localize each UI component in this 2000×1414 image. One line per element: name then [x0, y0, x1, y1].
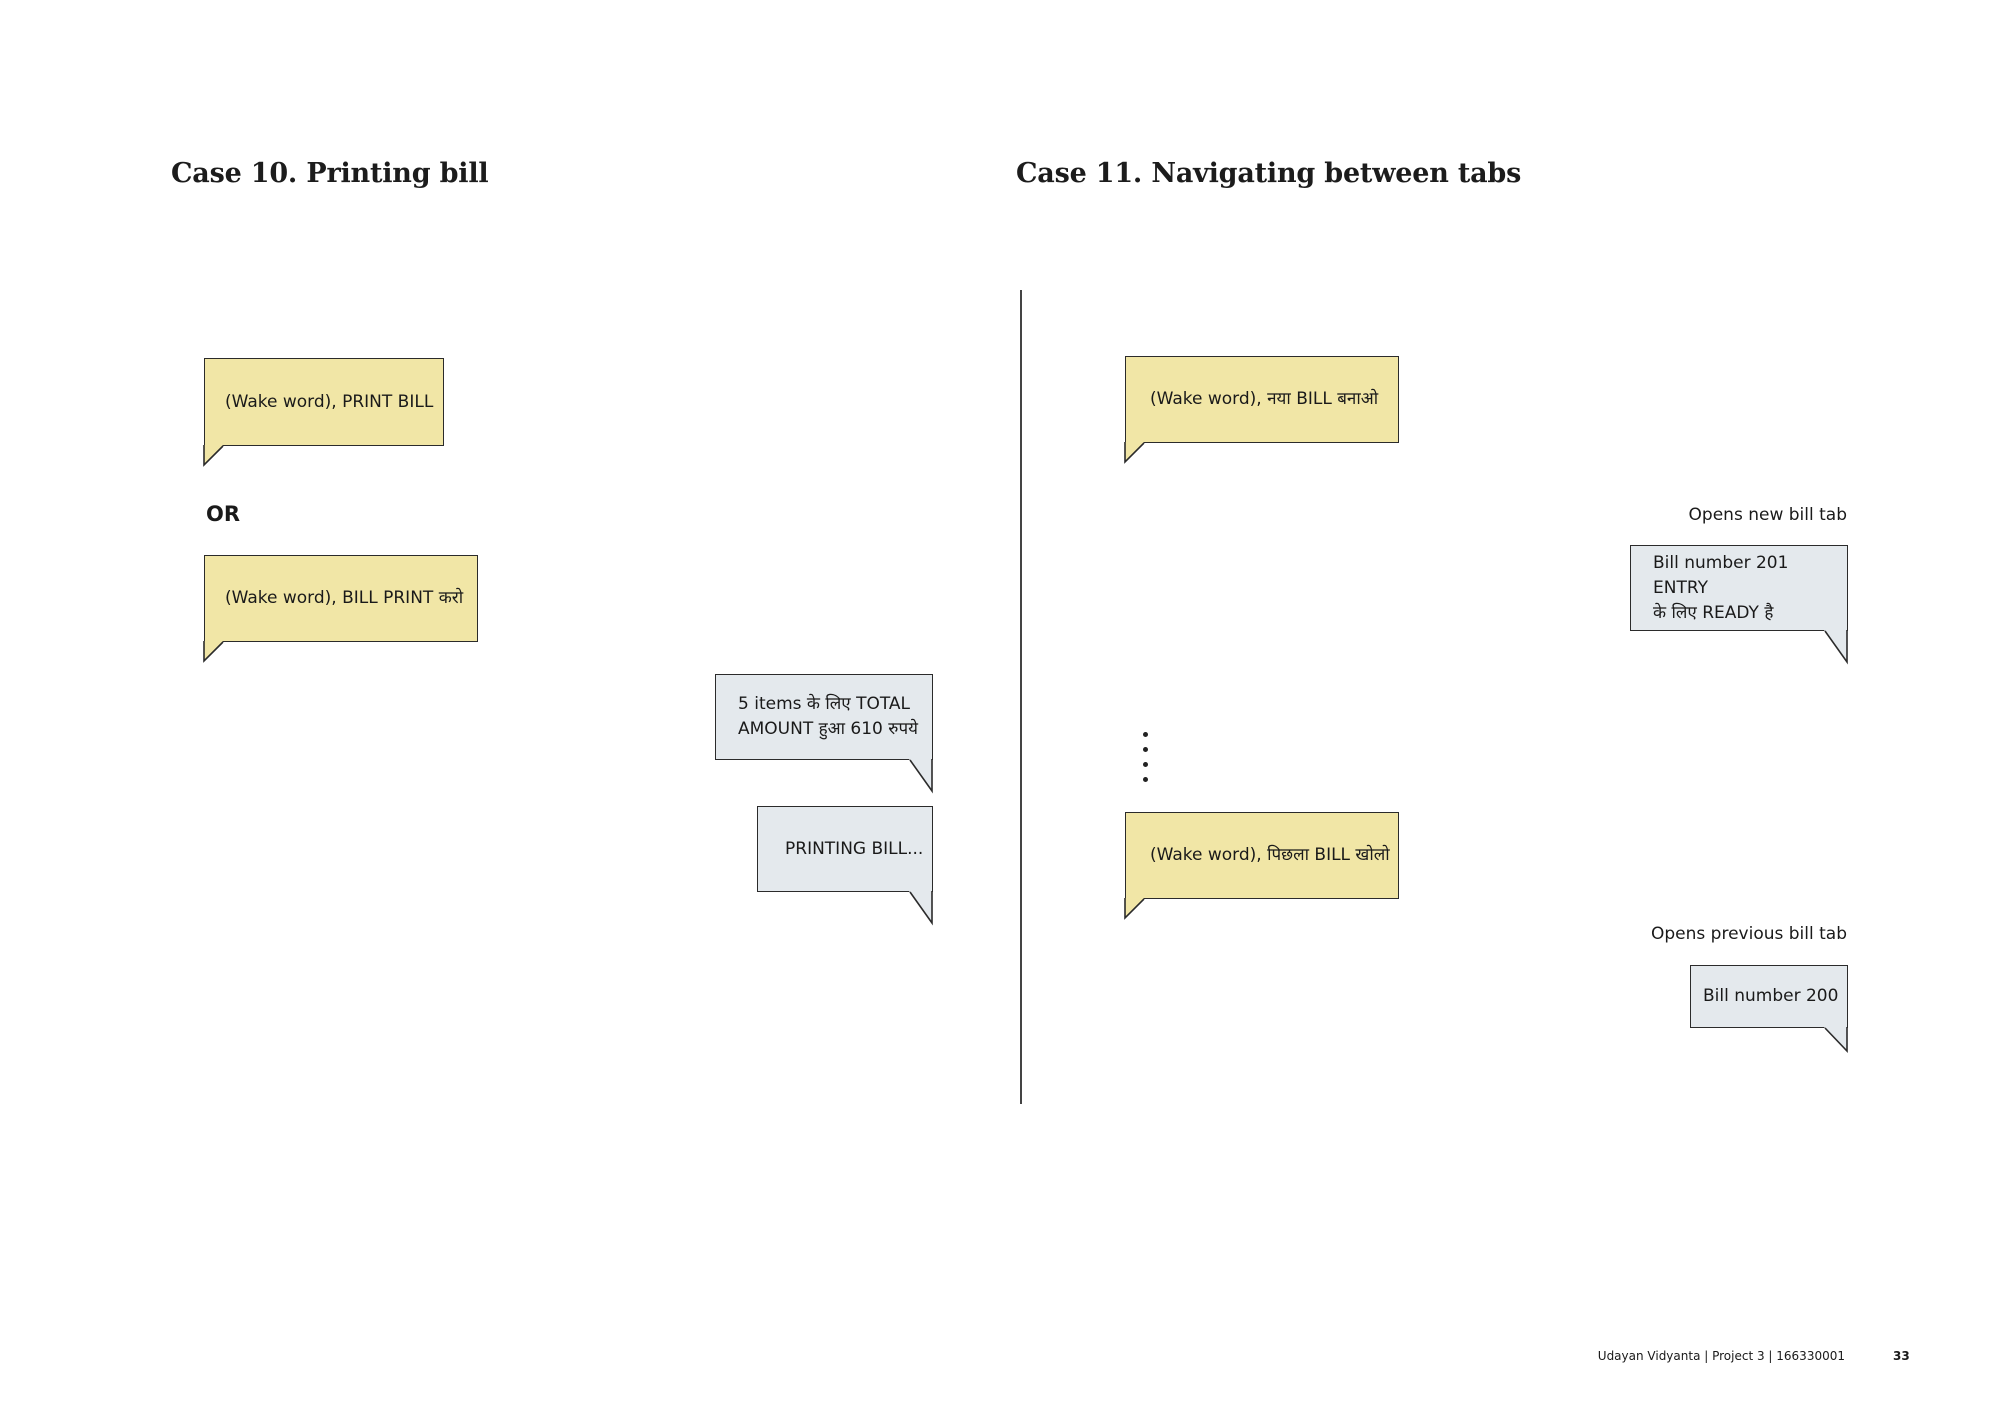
- continuation-dots: [1143, 732, 1151, 792]
- bubble-text: Bill number 201 ENTRY के लिए READY है: [1653, 552, 1789, 623]
- bubble-tail: [1824, 630, 1848, 665]
- page-number: 33: [1893, 1349, 1910, 1363]
- caption-opens-previous-bill-tab: Opens previous bill tab: [1651, 924, 1847, 944]
- user-bubble-print-bill: (Wake word), PRINT BILL: [204, 358, 444, 446]
- user-bubble-bill-print-karo: (Wake word), BILL PRINT करो: [204, 555, 478, 642]
- dot: [1143, 732, 1148, 737]
- bubble-tail: [909, 891, 933, 926]
- user-bubble-new-bill: (Wake word), नया BILL बनाओ: [1125, 356, 1399, 443]
- or-label: OR: [206, 502, 241, 526]
- dot: [1143, 762, 1148, 767]
- user-bubble-previous-bill: (Wake word), पिछला BILL खोलो: [1125, 812, 1399, 899]
- dot: [1143, 777, 1148, 782]
- bubble-tail: [1824, 1027, 1848, 1053]
- bubble-text: 5 items के लिए TOTAL AMOUNT हुआ 610 रुपय…: [738, 694, 918, 739]
- bubble-text: (Wake word), PRINT BILL: [225, 391, 434, 412]
- system-bubble-printing-bill: PRINTING BILL...: [757, 806, 933, 892]
- bubble-tail: [1124, 442, 1145, 464]
- center-divider: [1020, 290, 1022, 1104]
- system-bubble-bill-200: Bill number 200: [1690, 965, 1848, 1028]
- case-10-title: Case 10. Printing bill: [171, 158, 489, 189]
- system-bubble-total-amount: 5 items के लिए TOTAL AMOUNT हुआ 610 रुपय…: [715, 674, 933, 760]
- bubble-text: (Wake word), नया BILL बनाओ: [1150, 389, 1379, 409]
- dot: [1143, 747, 1148, 752]
- system-bubble-bill-ready: Bill number 201 ENTRY के लिए READY है: [1630, 545, 1848, 631]
- bubble-tail: [203, 641, 224, 663]
- footer-credit: Udayan Vidyanta | Project 3 | 166330001: [1597, 1349, 1845, 1363]
- bubble-text: (Wake word), BILL PRINT करो: [225, 588, 464, 608]
- bubble-text: Bill number 200: [1703, 986, 1839, 1006]
- bubble-text: (Wake word), पिछला BILL खोलो: [1150, 845, 1390, 865]
- bubble-tail: [203, 445, 224, 467]
- bubble-tail: [1124, 898, 1145, 920]
- caption-opens-new-bill-tab: Opens new bill tab: [1688, 505, 1847, 525]
- case-11-title: Case 11. Navigating between tabs: [1016, 158, 1522, 189]
- bubble-text: PRINTING BILL...: [785, 838, 924, 859]
- bubble-tail: [909, 759, 933, 794]
